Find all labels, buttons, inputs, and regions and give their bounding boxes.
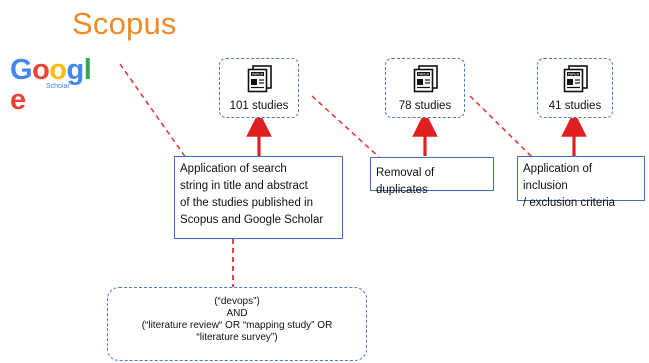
google-scholar-logo: Googl e Scholar [10,55,106,115]
step-line: of the studies published in [180,197,313,209]
step-line: string in title and abstract [180,180,308,192]
query-line: “literature survey”) [196,332,278,343]
paper-icon-label: PAPER [252,72,264,76]
pile-count-label: 41 studies [548,100,602,112]
google-letter: o [49,54,67,86]
query-line: (“devops”) [214,296,260,307]
google-letter: o [32,54,50,86]
scopus-logo-text: Scopus [72,6,177,41]
google-letter: G [10,54,33,86]
step-dedup-box: Removal of duplicates [370,157,494,196]
paper-stack-icon: PAPER [247,65,272,93]
pile2-to-step3-dashed-line [469,95,533,158]
paper-stack-icon: PAPER [563,65,588,93]
pile-count-label: 78 studies [398,100,452,112]
study-pile-1: PAPER 101 studies [219,58,299,118]
step-line: Application of inclusion [523,163,593,192]
step-line: Application of search [180,163,287,175]
query-line: AND [226,308,248,319]
pile1-to-step2-dashed-line [311,95,381,159]
step-criteria-box: Application of inclusion / exclusion cri… [517,156,645,209]
paper-stack-icon: PAPER [413,65,438,93]
search-string-box: (“devops”) AND (“literature review“ OR “… [107,287,367,361]
step-line: / exclusion criteria [523,197,616,209]
google-wordmark: Googl e [10,55,106,115]
step-line: Removal of duplicates [376,167,435,196]
pile-count-label: 101 studies [229,100,289,112]
scholar-subtitle: Scholar [46,83,70,90]
study-pile-3: PAPER 41 studies [537,58,613,118]
paper-icon-label: PAPER [568,72,580,76]
step-line: Scopus and Google Scholar [180,214,324,226]
paper-icon-label: PAPER [418,72,430,76]
google-letter: l [83,54,92,86]
google-letter: g [66,54,85,86]
step-search-box: Application of search string in title an… [174,156,343,239]
query-line: (“literature review“ OR “mapping study” … [141,320,333,331]
google-letter: e [10,84,26,116]
google-to-step1-dashed-line [119,63,187,159]
study-pile-2: PAPER 78 studies [385,58,465,118]
